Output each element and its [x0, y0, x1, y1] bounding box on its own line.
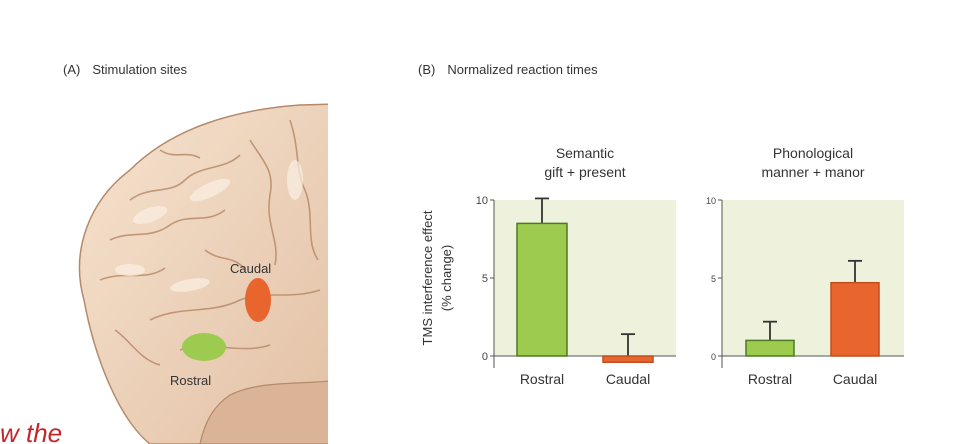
y-axis-label-line2: (% change) — [439, 245, 454, 311]
chart-subtitle: manner + manor — [761, 164, 864, 180]
chart-subtitle: gift + present — [544, 164, 625, 180]
y-tick-label: 0 — [482, 351, 488, 363]
y-tick-label: 5 — [482, 273, 488, 285]
y-tick-label: 5 — [711, 274, 716, 284]
chart-title: Semantic — [556, 145, 614, 161]
bar-rostral — [516, 222, 568, 357]
y-tick-label: 0 — [711, 352, 716, 362]
caudal-site-label: Caudal — [230, 261, 271, 276]
x-tick-label: Caudal — [606, 371, 650, 387]
panel-b-label: (B) Normalized reaction times — [418, 62, 598, 77]
panel-a-letter: (A) — [63, 62, 81, 77]
rostral-site-label: Rostral — [170, 373, 211, 388]
rostral-site-marker — [182, 333, 226, 361]
bar-rostral — [745, 339, 795, 357]
y-tick-label: 10 — [476, 195, 488, 207]
bar-caudal — [602, 355, 654, 363]
panel-b-title: Normalized reaction times — [447, 62, 598, 77]
bar-caudal — [830, 281, 880, 357]
panel-a-label: (A) Stimulation sites — [63, 62, 187, 77]
panel-a-title: Stimulation sites — [92, 62, 187, 77]
chart-title: Phonological — [773, 145, 853, 161]
handwritten-note: w the — [0, 418, 62, 444]
x-tick-label: Caudal — [833, 371, 877, 387]
x-tick-label: Rostral — [520, 371, 564, 387]
y-axis-label-line1: TMS interference effect — [420, 210, 435, 345]
y-tick-label: 10 — [706, 196, 716, 206]
x-tick-label: Rostral — [748, 371, 792, 387]
panel-b-letter: (B) — [418, 62, 436, 77]
caudal-site-marker — [245, 278, 271, 322]
